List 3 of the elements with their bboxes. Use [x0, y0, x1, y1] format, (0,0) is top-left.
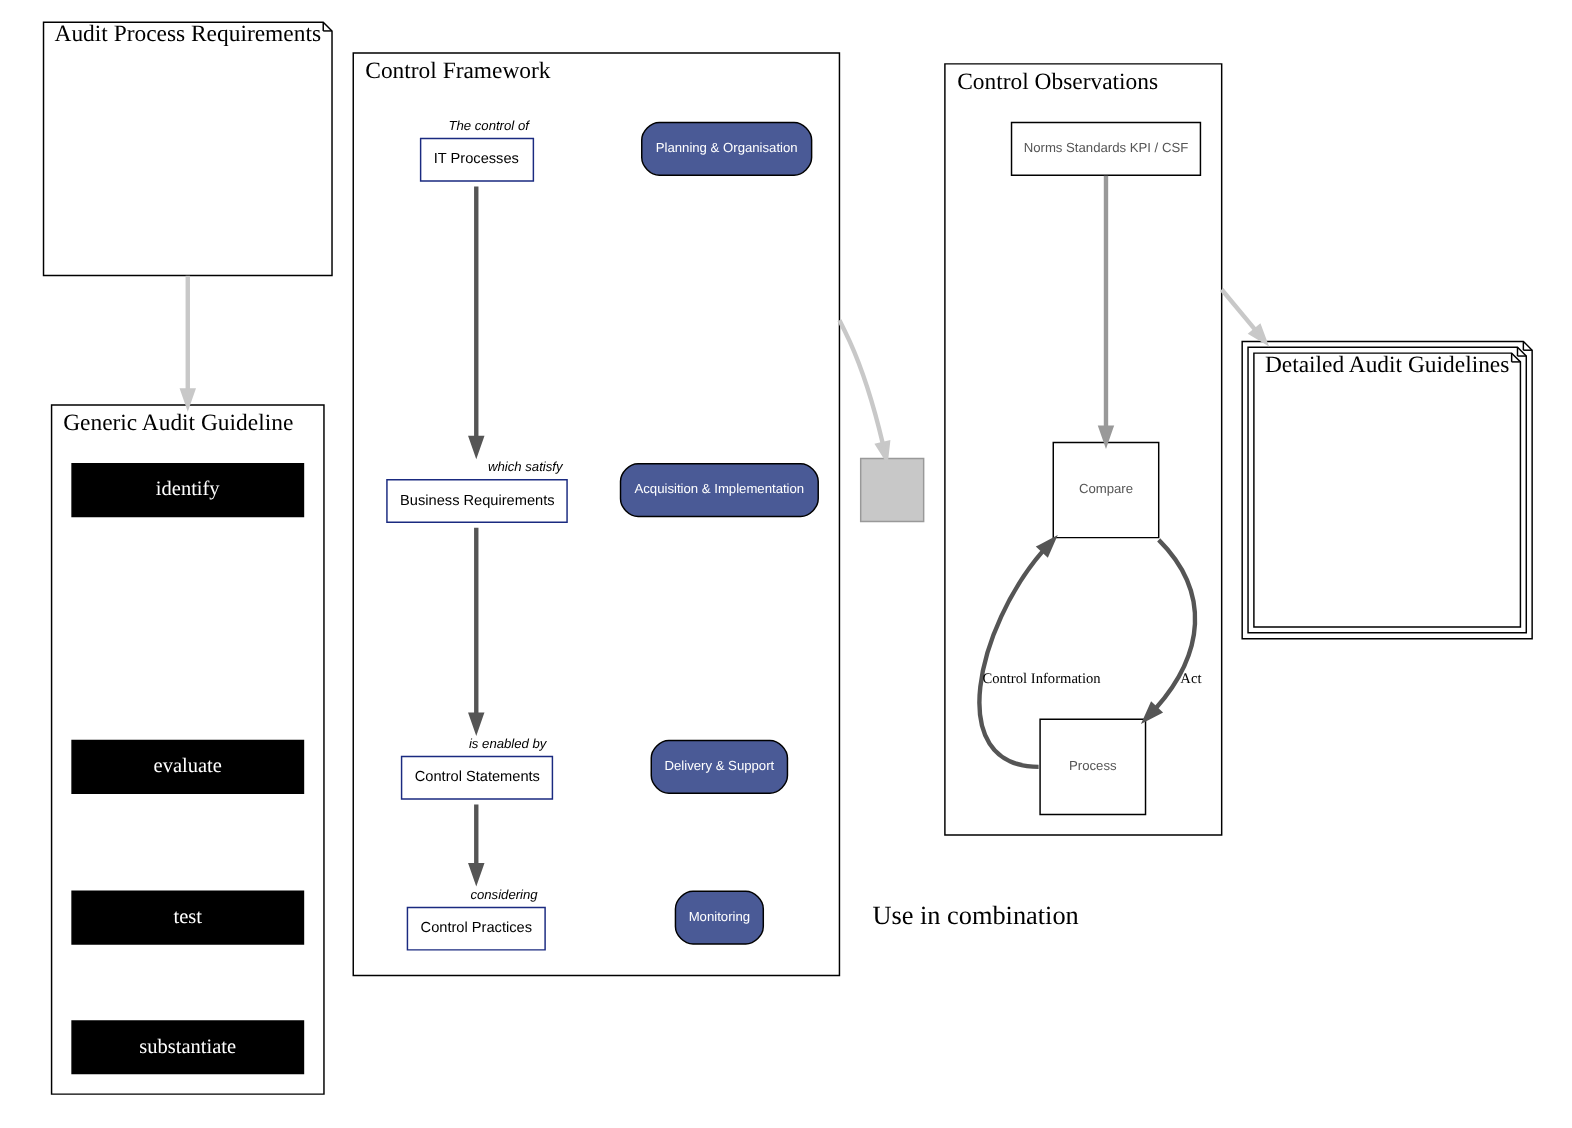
edge-label: Act — [1180, 668, 1202, 687]
label: Use in combination — [872, 900, 1079, 931]
edge-label: Control Information — [982, 668, 1101, 687]
